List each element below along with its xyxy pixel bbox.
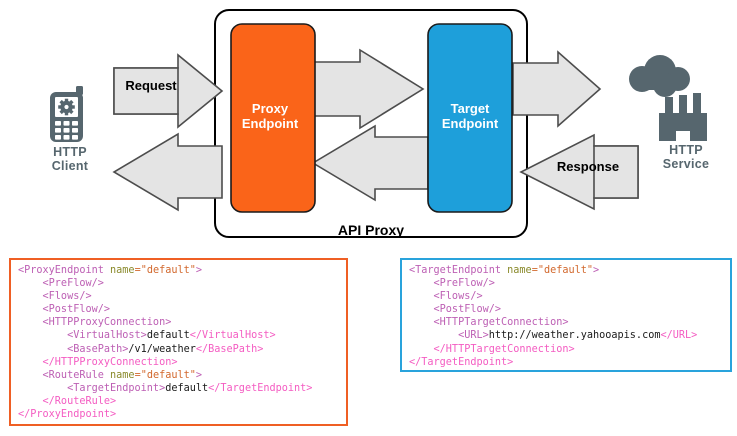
mobile-phone-icon — [50, 86, 83, 142]
proxy-to-client-arrow — [112, 132, 223, 212]
code-line: </HTTPProxyConnection> — [18, 356, 341, 369]
code-token-open: > — [195, 265, 203, 276]
code-token-open: <ProxyEndpoint — [18, 265, 111, 276]
proxy-to-target-arrow — [312, 48, 425, 130]
gear-icon — [58, 98, 75, 116]
response-label-plate — [593, 145, 639, 199]
target-to-service-arrow — [512, 50, 602, 128]
code-line: <VirtualHost>default</VirtualHost> — [18, 329, 341, 342]
code-token-close: </TargetEndpoint> — [208, 382, 313, 394]
code-token-attr: name — [110, 369, 135, 381]
code-line: <PreFlow/> — [409, 277, 725, 290]
code-line: <RouteRule name="default"> — [18, 369, 341, 382]
code-line: <HTTPProxyConnection> — [18, 316, 341, 329]
code-line: <TargetEndpoint name="default"> — [409, 264, 725, 277]
code-line: <ProxyEndpoint name="default"> — [18, 264, 341, 277]
code-token-open: <HTTPTargetConnection> — [409, 317, 569, 329]
factory-icon — [659, 93, 707, 141]
code-token-close: </ProxyEndpoint> — [18, 409, 117, 421]
code-line: <PostFlow/> — [409, 303, 725, 316]
code-token-open: <PreFlow/> — [18, 278, 104, 290]
code-line: <BasePath>/v1/weather</BasePath> — [18, 343, 341, 356]
code-line: </RouteRule> — [18, 395, 341, 408]
code-token-text: http://weather.yahooapis.com — [488, 330, 661, 342]
code-token-close: </TargetEndpoint> — [409, 356, 514, 368]
code-token-close: </HTTPTargetConnection> — [409, 343, 575, 355]
code-token-close: </URL> — [660, 330, 698, 342]
target-endpoint-box[interactable] — [427, 23, 513, 213]
code-token-attr: name — [110, 265, 135, 276]
diagram-canvas — [50, 9, 707, 238]
code-token-open: <RouteRule — [18, 369, 111, 381]
code-token-open: <PostFlow/> — [409, 304, 502, 316]
code-line: </ProxyEndpoint> — [18, 408, 341, 421]
cloud-icon — [629, 55, 690, 97]
proxy-endpoint-box[interactable] — [230, 23, 316, 213]
api-proxy-diagram: Proxy Endpoint Target Endpoint Request R… — [50, 9, 709, 238]
target-endpoint-config-block[interactable]: <TargetEndpoint name="default"> <PreFlow… — [400, 258, 732, 372]
factory-cloud-icon — [629, 55, 707, 141]
target-to-proxy-arrow — [311, 124, 429, 202]
code-token-open: <BasePath> — [18, 343, 129, 355]
code-token-attr: name — [507, 265, 532, 276]
code-token-close: </VirtualHost> — [189, 330, 276, 342]
code-token-open: <Flows/> — [409, 291, 483, 303]
code-token-open: <TargetEndpoint — [409, 265, 508, 276]
code-token-text: default — [146, 330, 190, 342]
code-line: <URL>http://weather.yahooapis.com</URL> — [409, 329, 725, 342]
code-line: </HTTPTargetConnection> — [409, 343, 725, 356]
code-token-val: ="default" — [531, 265, 594, 276]
code-token-open: <HTTPProxyConnection> — [18, 317, 172, 329]
code-token-val: ="default" — [134, 265, 196, 276]
code-line: <Flows/> — [18, 290, 341, 303]
code-token-open: <VirtualHost> — [18, 330, 147, 342]
code-token-close: </BasePath> — [195, 343, 264, 355]
code-token-open: <PreFlow/> — [409, 278, 495, 290]
code-token-open: <TargetEndpoint> — [18, 382, 166, 394]
request-label-plate — [113, 67, 179, 115]
proxy-endpoint-config-block[interactable]: <ProxyEndpoint name="default"> <PreFlow/… — [9, 258, 348, 426]
code-line: <Flows/> — [409, 290, 725, 303]
code-token-open: <PostFlow/> — [18, 304, 111, 316]
code-line: </TargetEndpoint> — [409, 356, 725, 369]
code-token-text: default — [165, 382, 209, 394]
code-line: <PreFlow/> — [18, 277, 341, 290]
code-line: <PostFlow/> — [18, 303, 341, 316]
code-token-close: </HTTPProxyConnection> — [18, 356, 178, 368]
code-token-close: </RouteRule> — [18, 395, 117, 407]
code-token-open: <Flows/> — [18, 291, 92, 303]
code-token-val: ="default" — [134, 369, 196, 381]
code-token-text: /v1/weather — [128, 343, 196, 355]
code-token-open: > — [593, 265, 600, 276]
code-token-open: > — [195, 369, 203, 381]
code-line: <TargetEndpoint>default</TargetEndpoint> — [18, 382, 341, 395]
code-token-open: <URL> — [409, 330, 489, 342]
code-line: <HTTPTargetConnection> — [409, 316, 725, 329]
